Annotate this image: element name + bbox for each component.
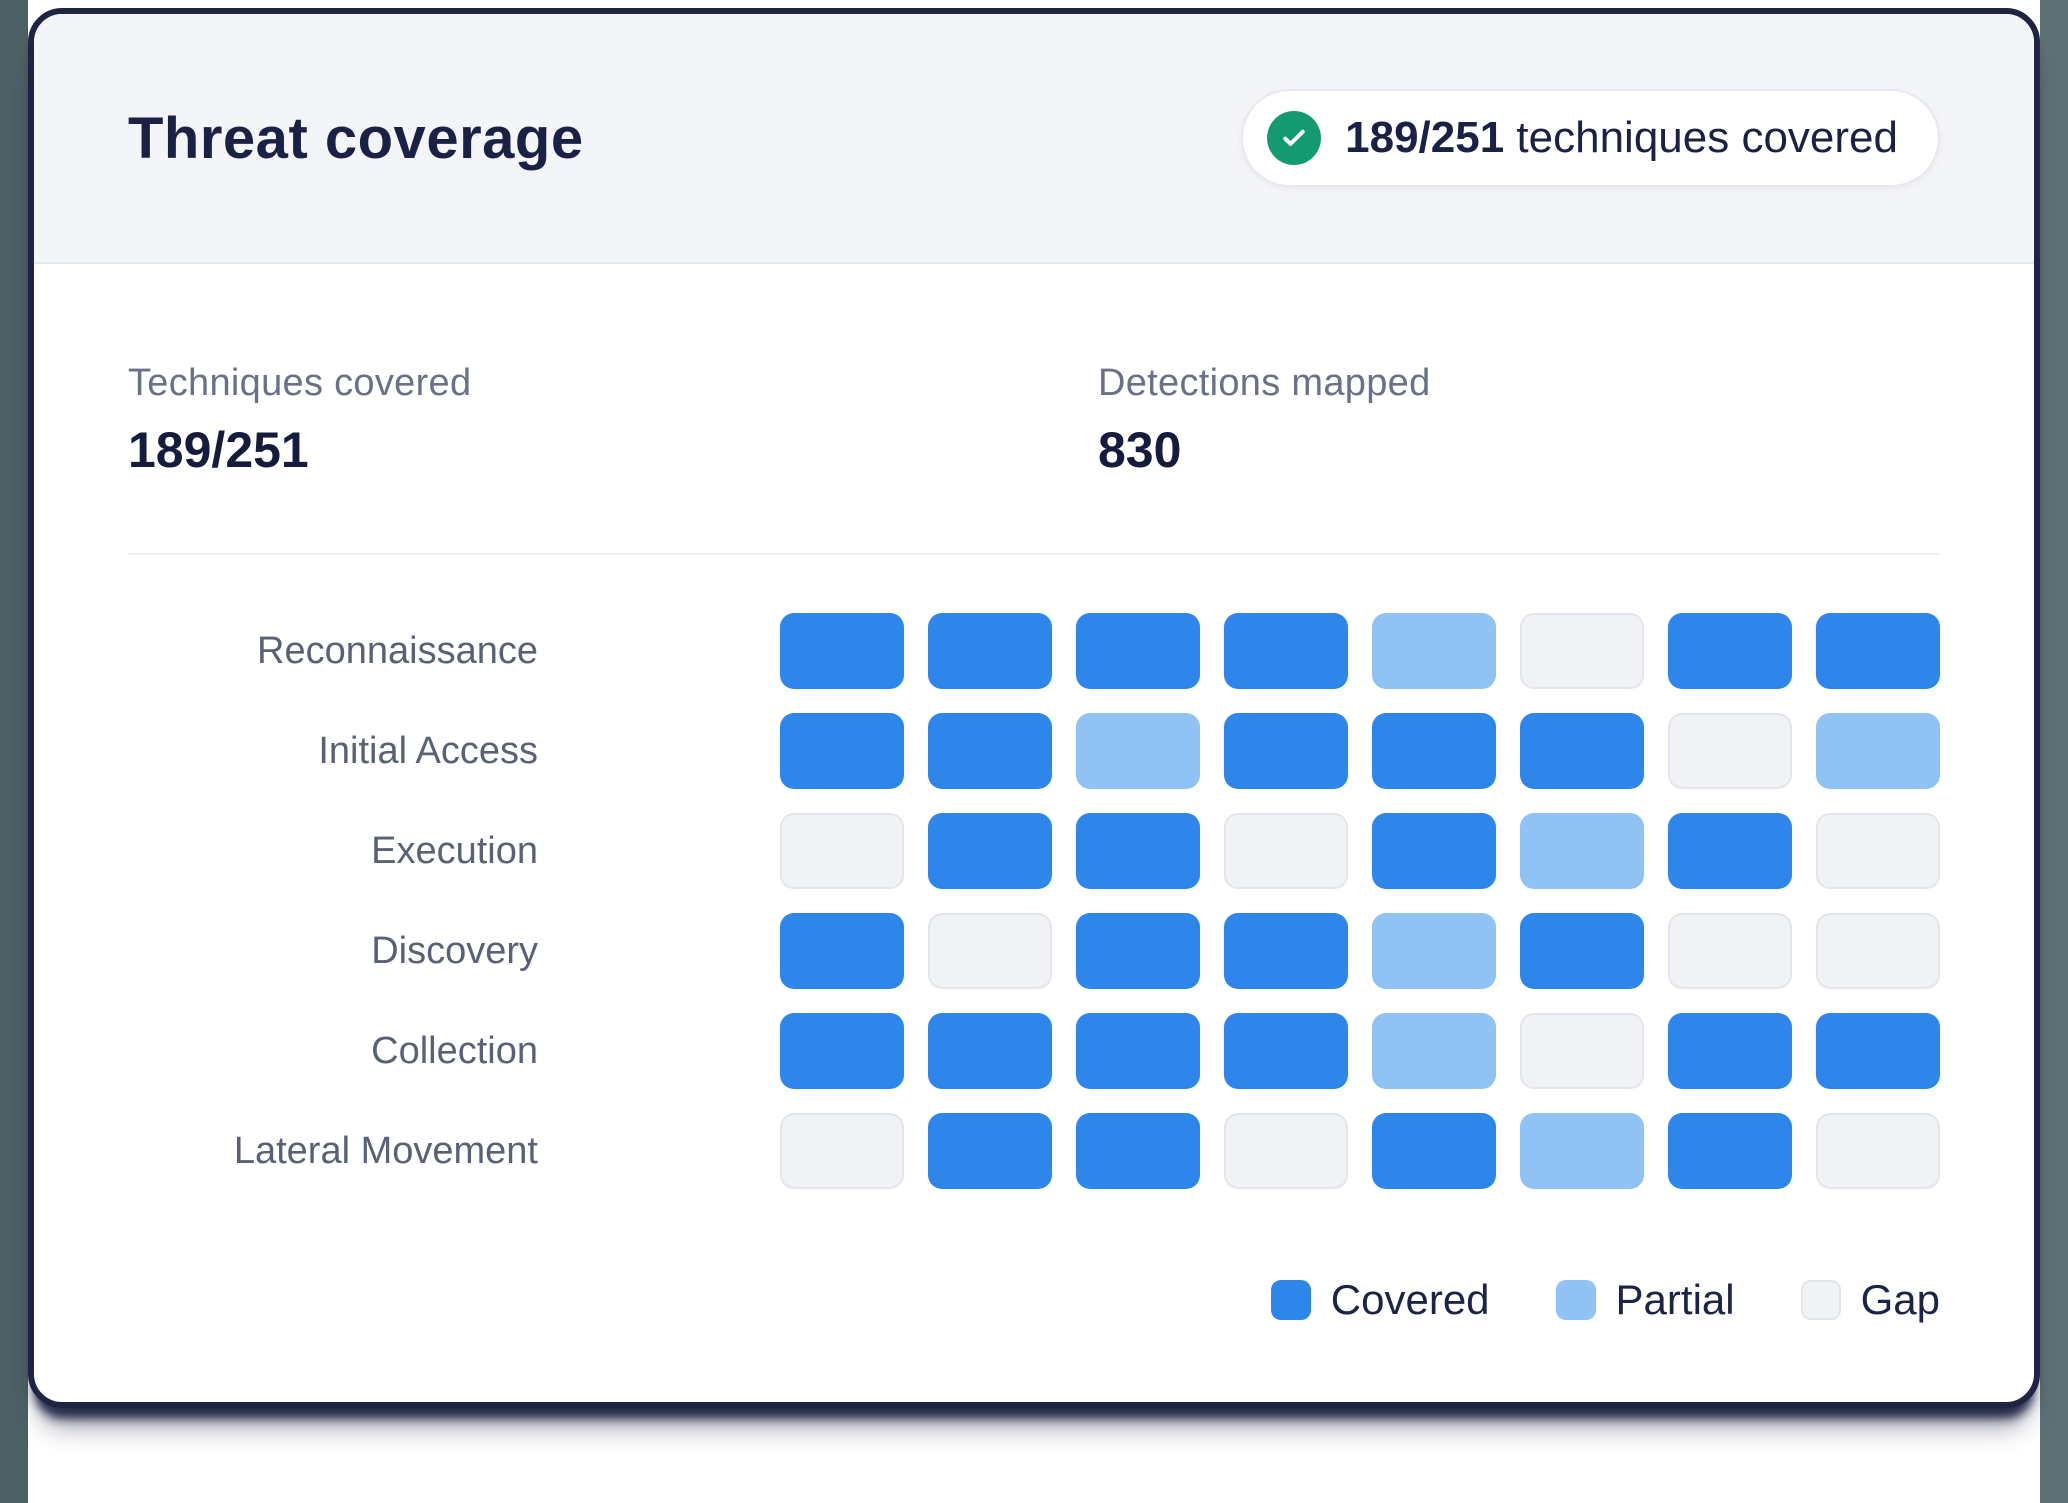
heatmap-cell-covered[interactable] xyxy=(1668,1013,1792,1089)
heatmap-cell-gap[interactable] xyxy=(928,913,1052,989)
heatmap-cell-gap[interactable] xyxy=(1224,1113,1348,1189)
heatmap-cell-covered[interactable] xyxy=(1224,1013,1348,1089)
heatmap-cell-partial[interactable] xyxy=(1372,613,1496,689)
heatmap-cell-covered[interactable] xyxy=(1816,1013,1940,1089)
legend-label: Covered xyxy=(1330,1276,1490,1323)
heatmap-row: Initial Access xyxy=(128,713,1940,789)
coverage-badge-label: techniques covered xyxy=(1504,113,1898,162)
heatmap-cell-covered[interactable] xyxy=(1224,613,1348,689)
heatmap-cell-partial[interactable] xyxy=(1520,1113,1644,1189)
legend-item-partial: Partial xyxy=(1555,1276,1735,1324)
heatmap-row-cells xyxy=(780,613,1940,689)
heatmap-row: Reconnaissance xyxy=(128,613,1940,689)
section-divider xyxy=(128,553,1940,555)
heatmap-row-cells xyxy=(780,1013,1940,1089)
heatmap-cell-covered[interactable] xyxy=(780,913,904,989)
heatmap-cell-partial[interactable] xyxy=(1372,1013,1496,1089)
heatmap-row-label: Discovery xyxy=(371,929,538,972)
stat-label: Techniques covered xyxy=(128,362,472,404)
heatmap-cell-covered[interactable] xyxy=(780,713,904,789)
heatmap-cell-gap[interactable] xyxy=(1816,913,1940,989)
legend-item-gap: Gap xyxy=(1800,1276,1940,1324)
heatmap-cell-covered[interactable] xyxy=(1668,1113,1792,1189)
heatmap-row: Collection xyxy=(128,1013,1940,1089)
card-body: Techniques covered 189/251 Detections ma… xyxy=(34,264,2034,1324)
heatmap-cell-covered[interactable] xyxy=(780,1013,904,1089)
heatmap-cell-covered[interactable] xyxy=(1668,613,1792,689)
heatmap-cell-covered[interactable] xyxy=(1224,713,1348,789)
heatmap-cell-partial[interactable] xyxy=(1076,713,1200,789)
heatmap-cell-covered[interactable] xyxy=(1520,913,1644,989)
heatmap-row-label: Lateral Movement xyxy=(233,1129,538,1172)
stat-value: 189/251 xyxy=(128,422,309,478)
heatmap-row-label: Collection xyxy=(371,1029,538,1072)
stat-techniques-covered: Techniques covered 189/251 xyxy=(128,362,1098,479)
threat-coverage-card: Threat coverage 189/251 techniques cover… xyxy=(28,8,2040,1408)
heatmap-cell-covered[interactable] xyxy=(1076,613,1200,689)
stat-label: Detections mapped xyxy=(1098,362,1431,404)
heatmap-cell-partial[interactable] xyxy=(1520,813,1644,889)
heatmap-cell-covered[interactable] xyxy=(1816,613,1940,689)
heatmap-row-cells xyxy=(780,913,1940,989)
heatmap-cell-partial[interactable] xyxy=(1372,913,1496,989)
heatmap-cell-covered[interactable] xyxy=(1668,813,1792,889)
heatmap-cell-covered[interactable] xyxy=(1224,913,1348,989)
heatmap-cell-partial[interactable] xyxy=(1816,713,1940,789)
legend-label: Gap xyxy=(1860,1276,1940,1323)
heatmap-cell-gap[interactable] xyxy=(1668,713,1792,789)
heatmap-cell-gap[interactable] xyxy=(1224,813,1348,889)
legend-swatch-gap xyxy=(1800,1280,1841,1320)
page-background-left-strip xyxy=(0,0,28,1503)
heatmap-row: Lateral Movement xyxy=(128,1113,1940,1189)
card-header: Threat coverage 189/251 techniques cover… xyxy=(34,14,2034,264)
heatmap-cell-covered[interactable] xyxy=(1372,813,1496,889)
coverage-badge-text: 189/251 techniques covered xyxy=(1345,113,1898,163)
heatmap-row-label: Reconnaissance xyxy=(257,629,538,672)
heatmap-row-label: Execution xyxy=(371,829,538,872)
heatmap-cell-covered[interactable] xyxy=(1520,713,1644,789)
check-circle-icon xyxy=(1267,111,1322,165)
legend-label: Partial xyxy=(1615,1276,1735,1323)
heatmap-row-cells xyxy=(780,1113,1940,1189)
heatmap-cell-covered[interactable] xyxy=(1372,713,1496,789)
heatmap-cell-covered[interactable] xyxy=(1076,813,1200,889)
heatmap-cell-gap[interactable] xyxy=(780,1113,904,1189)
stats-row: Techniques covered 189/251 Detections ma… xyxy=(128,362,1940,479)
heatmap-cell-gap[interactable] xyxy=(1520,1013,1644,1089)
heatmap-cell-covered[interactable] xyxy=(928,1113,1052,1189)
heatmap-row-cells xyxy=(780,813,1940,889)
heatmap-cell-covered[interactable] xyxy=(1076,913,1200,989)
heatmap-cell-covered[interactable] xyxy=(1076,1113,1200,1189)
heatmap-row: Execution xyxy=(128,813,1940,889)
heatmap-row: Discovery xyxy=(128,913,1940,989)
heatmap-cell-covered[interactable] xyxy=(1076,1013,1200,1089)
heatmap-cell-gap[interactable] xyxy=(1668,913,1792,989)
legend-swatch-covered xyxy=(1270,1280,1311,1320)
heatmap-cell-gap[interactable] xyxy=(780,813,904,889)
heatmap-cell-gap[interactable] xyxy=(1816,1113,1940,1189)
stat-value: 830 xyxy=(1098,422,1182,478)
page-title: Threat coverage xyxy=(128,105,584,171)
heatmap-cell-covered[interactable] xyxy=(780,613,904,689)
heatmap-cell-gap[interactable] xyxy=(1520,613,1644,689)
legend-item-covered: Covered xyxy=(1270,1276,1490,1324)
heatmap-cell-covered[interactable] xyxy=(928,813,1052,889)
stat-detections-mapped: Detections mapped 830 xyxy=(1098,362,1431,479)
page-background-right-strip xyxy=(2040,0,2068,1503)
heatmap-cell-gap[interactable] xyxy=(1816,813,1940,889)
heatmap-legend: Covered Partial Gap xyxy=(128,1276,1940,1324)
coverage-badge-count: 189/251 xyxy=(1345,113,1505,162)
heatmap-cell-covered[interactable] xyxy=(928,1013,1052,1089)
heatmap-cell-covered[interactable] xyxy=(1372,1113,1496,1189)
heatmap-cell-covered[interactable] xyxy=(928,713,1052,789)
legend-swatch-partial xyxy=(1555,1280,1596,1320)
heatmap-row-cells xyxy=(780,713,1940,789)
coverage-badge: 189/251 techniques covered xyxy=(1241,89,1940,187)
heatmap-row-label: Initial Access xyxy=(318,729,538,772)
heatmap-cell-covered[interactable] xyxy=(928,613,1052,689)
